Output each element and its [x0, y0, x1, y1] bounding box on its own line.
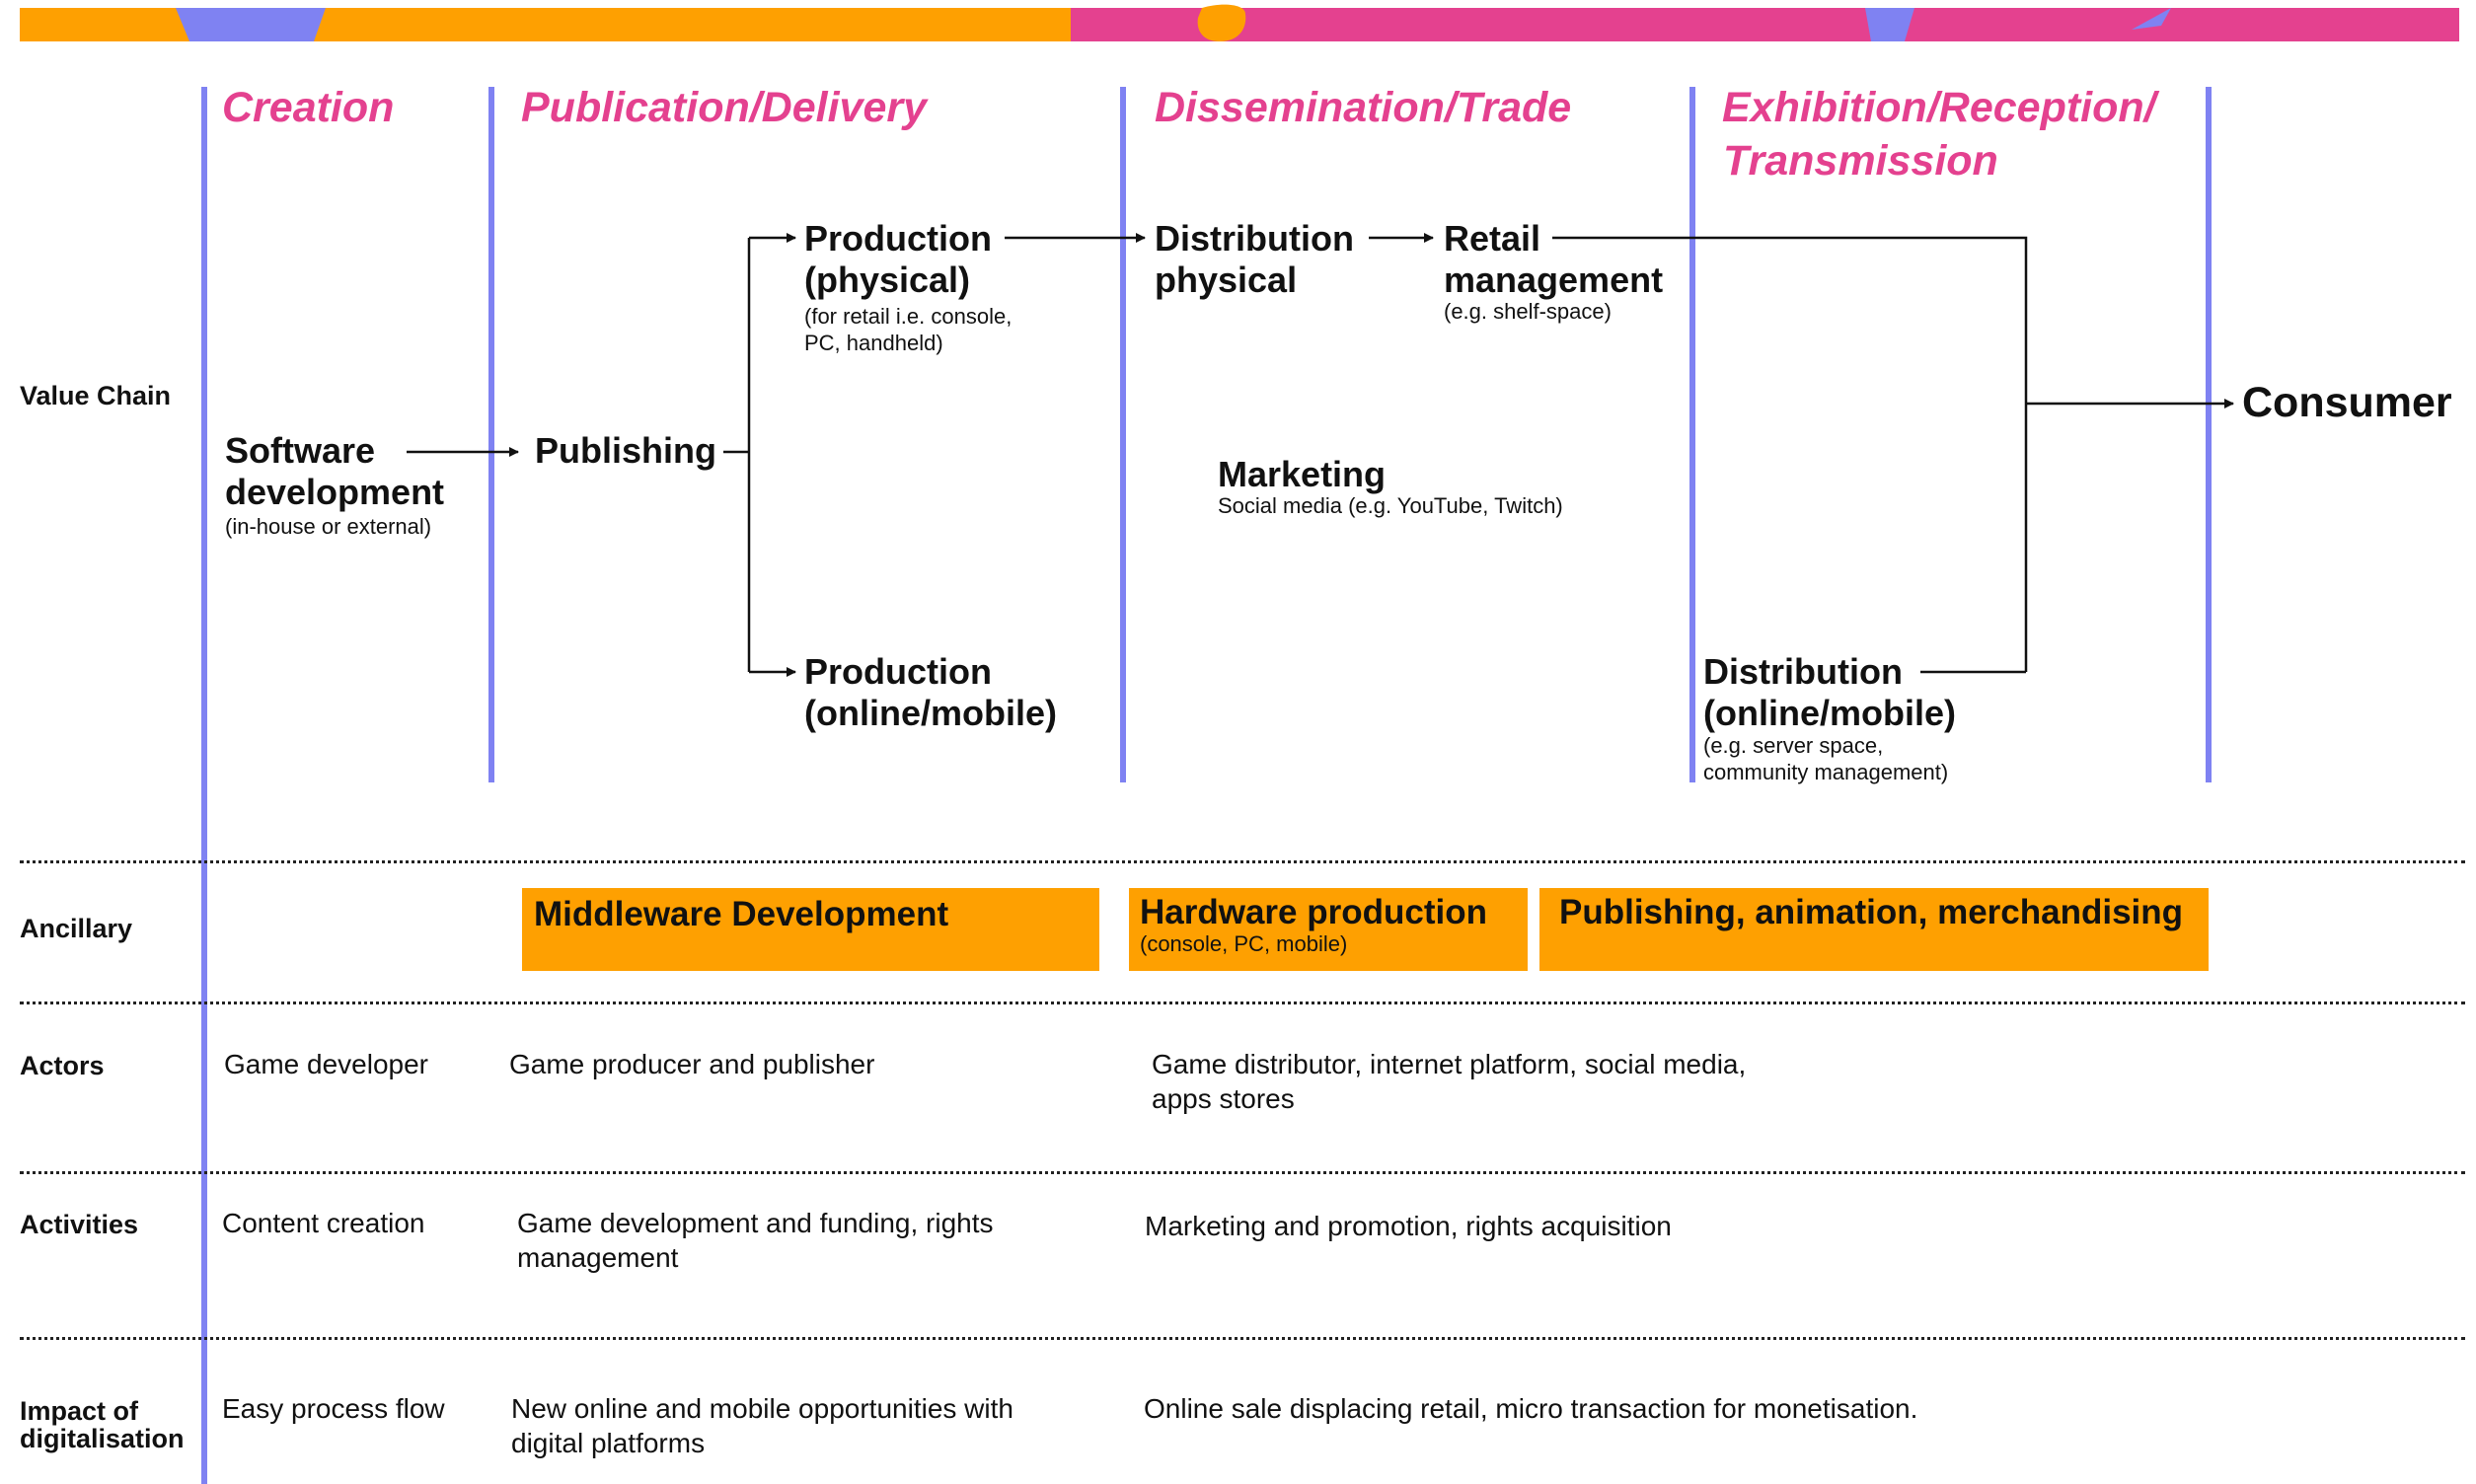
row-label-value-chain: Value Chain [20, 381, 172, 410]
band-periwinkle-shape-2 [1865, 8, 1914, 41]
activities-creation: Content creation [222, 1208, 425, 1238]
node-distribution-online-line1: Distribution [1703, 651, 1903, 692]
row-separator-3 [20, 1171, 2465, 1174]
band-orange-blob [1197, 4, 1246, 41]
activities-publication: Game development and funding, rights man… [517, 1206, 994, 1275]
node-production-physical-line2: (physical) [804, 260, 971, 300]
ancillary-hardware-label: Hardware production [1140, 893, 1487, 931]
node-production-physical: Production (physical) [804, 218, 992, 301]
node-distribution-online-line2: (online/mobile) [1703, 693, 1956, 733]
note-marketing: Social media (e.g. YouTube, Twitch) [1218, 493, 1563, 518]
activities-publication-line1: Game development and funding, rights [517, 1208, 994, 1238]
impact-publication-line2: digital platforms [511, 1428, 706, 1458]
node-distribution-physical-line2: physical [1155, 260, 1298, 300]
node-production-online-line1: Production [804, 651, 992, 692]
note-production-physical-line1: (for retail i.e. console, [804, 304, 1013, 329]
stage-exhibition-reception: Exhibition/Reception/ [1722, 84, 2156, 131]
note-production-physical: (for retail i.e. console, PC, handheld) [804, 303, 1012, 356]
node-distribution-physical: Distribution physical [1155, 218, 1354, 301]
band-pink-segment [1071, 8, 2459, 41]
note-software-development: (in-house or external) [225, 514, 432, 539]
note-distribution-online-line1: (e.g. server space, [1703, 733, 1884, 758]
ancillary-hardware-box [1129, 888, 1528, 971]
node-publishing: Publishing [535, 430, 716, 471]
stage-publication-delivery: Publication/Delivery [521, 84, 928, 131]
row-label-impact: Impact of digitalisation [20, 1397, 185, 1452]
decorative-top-band [20, 4, 2459, 41]
actors-dissemination-line2: apps stores [1152, 1083, 1295, 1114]
node-production-online: Production (online/mobile) [804, 651, 1057, 734]
actors-dissemination: Game distributor, internet platform, soc… [1152, 1047, 1746, 1116]
row-label-impact-line1: Impact of [20, 1396, 139, 1426]
ancillary-hardware-note: (console, PC, mobile) [1140, 931, 1348, 956]
node-marketing: Marketing [1218, 454, 1387, 494]
row-label-ancillary: Ancillary [20, 914, 133, 943]
impact-publication-line1: New online and mobile opportunities with [511, 1393, 1013, 1424]
activities-dissemination: Marketing and promotion, rights acquisit… [1145, 1211, 1672, 1241]
stage-creation: Creation [222, 84, 395, 131]
note-production-physical-line2: PC, handheld) [804, 331, 943, 355]
row-label-impact-line2: digitalisation [20, 1424, 185, 1453]
row-label-actors: Actors [20, 1051, 105, 1080]
impact-dissemination: Online sale displacing retail, micro tra… [1144, 1393, 1918, 1424]
stage-divider-exhibition [1689, 87, 1695, 782]
band-periwinkle-shape-3 [2132, 8, 2171, 30]
impact-publication: New online and mobile opportunities with… [511, 1391, 1013, 1460]
stage-dissemination-trade: Dissemination/Trade [1155, 84, 1572, 131]
band-periwinkle-shape-1 [176, 8, 326, 41]
note-distribution-online: (e.g. server space, community management… [1703, 732, 1948, 785]
node-retail-line2: management [1444, 260, 1664, 300]
actors-dissemination-line1: Game distributor, internet platform, soc… [1152, 1049, 1747, 1079]
stage-divider-creation [201, 87, 207, 1484]
stage-divider-dissemination [1120, 87, 1126, 782]
node-production-physical-line1: Production [804, 218, 992, 259]
note-distribution-online-line2: community management) [1703, 760, 1949, 784]
row-separator-2 [20, 1002, 2465, 1004]
ancillary-publishing-label: Publishing, animation, merchandising [1559, 893, 2184, 931]
node-consumer: Consumer [2242, 379, 2452, 426]
node-distribution-online: Distribution (online/mobile) [1703, 651, 1956, 734]
stage-divider-consumer [2206, 87, 2212, 782]
ancillary-publishing-box [1539, 888, 2209, 971]
impact-creation: Easy process flow [222, 1393, 445, 1424]
row-label-activities: Activities [20, 1210, 139, 1239]
note-retail-management: (e.g. shelf-space) [1444, 299, 1612, 324]
node-software-development: Software development [225, 430, 444, 513]
node-retail-line1: Retail [1444, 218, 1541, 259]
stage-transmission: Transmission [1723, 137, 1998, 185]
node-software-line1: Software [225, 430, 376, 471]
stage-divider-publication [488, 87, 494, 782]
activities-publication-line2: management [517, 1242, 679, 1273]
actors-publication: Game producer and publisher [509, 1049, 875, 1079]
node-distribution-physical-line1: Distribution [1155, 218, 1354, 259]
ancillary-middleware-box [522, 888, 1099, 971]
row-separator-4 [20, 1337, 2465, 1340]
node-software-line2: development [225, 472, 445, 512]
node-production-online-line2: (online/mobile) [804, 693, 1057, 733]
actors-creation: Game developer [224, 1049, 429, 1079]
ancillary-middleware-label: Middleware Development [534, 895, 949, 933]
node-retail-management: Retail management [1444, 218, 1663, 301]
connector-retail-to-merge [1552, 236, 2028, 672]
row-separator-1 [20, 860, 2465, 863]
